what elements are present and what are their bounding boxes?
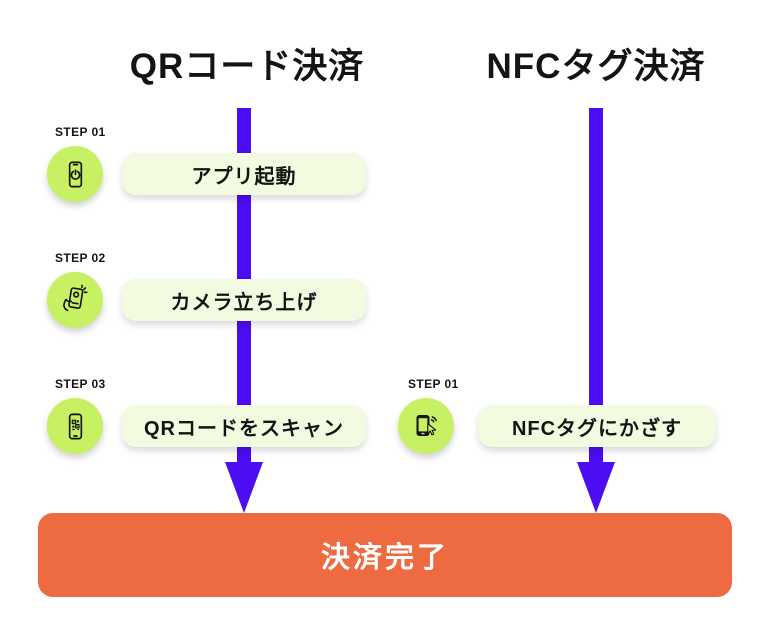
qr-step3-action-label: QRコードをスキャン	[144, 417, 344, 440]
qr-step3-icon-circle	[47, 398, 103, 454]
payment-complete-label: 決済完了	[320, 542, 449, 574]
hand-camera-phone-icon	[63, 284, 88, 312]
qr-step1-action-label: アプリ起動	[191, 165, 297, 188]
qr-step2-pill: カメラ立ち上げ	[122, 279, 366, 321]
nfc-tap-phone-icon	[416, 415, 437, 436]
qr-code-phone-icon	[68, 413, 82, 439]
nfc-column-title: NFCタグ決済	[486, 47, 706, 86]
nfc-flow-arrow-icon	[577, 108, 615, 513]
nfc-step1-pill: NFCタグにかざす	[478, 405, 716, 447]
qr-step3-pill: QRコードをスキャン	[122, 405, 366, 447]
qr-step3-number-label: STEP 03	[55, 377, 106, 391]
qr-column-title: QRコード決済	[129, 47, 365, 86]
qr-step1-icon-circle	[47, 146, 103, 202]
nfc-step1-action-label: NFCタグにかざす	[511, 417, 683, 440]
phone-power-icon	[68, 161, 82, 187]
qr-step1-pill: アプリ起動	[122, 153, 366, 195]
nfc-step1-number-label: STEP 01	[408, 377, 459, 391]
nfc-step1-icon-circle	[398, 398, 454, 454]
qr-step1-number-label: STEP 01	[55, 125, 106, 139]
qr-step2-icon-circle	[47, 272, 103, 328]
qr-step2-action-label: カメラ立ち上げ	[170, 291, 318, 314]
payment-complete-banner: 決済完了	[38, 513, 732, 597]
qr-step2-number-label: STEP 02	[55, 251, 106, 265]
